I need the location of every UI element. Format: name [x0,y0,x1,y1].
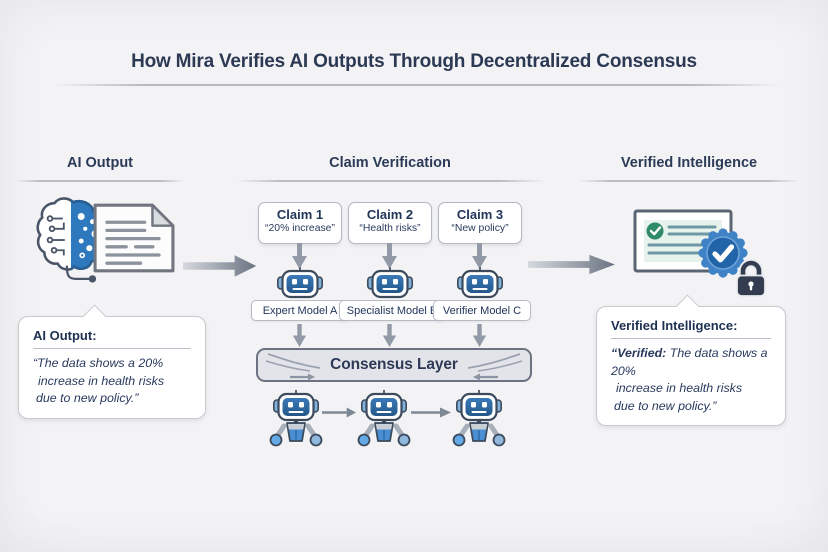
claim-quote: “New policy” [451,223,509,234]
model-label-expert-a: Expert Model A [251,300,349,321]
bubble-tail [82,304,107,329]
page-title: How Mira Verifies AI Outputs Through Dec… [131,51,697,72]
model-label-verifier-c: Verifier Model C [433,300,531,321]
verified-line: “Verified: The data shows a 20% [611,345,771,380]
down-arrow-icon [382,243,397,269]
robot-icon [451,390,507,452]
ai-output-line: “The data shows a 20% [33,356,164,370]
verified-line-rest: The data shows a 20% [611,346,768,378]
section-divider [578,180,800,182]
robot-icon [457,267,503,299]
claim-quote: “Health risks” [359,223,421,234]
consensus-layer-label: Consensus Layer [330,356,458,373]
verified-line: increase in health risks [616,381,743,396]
claim-1-box: Claim 1 “20% increase” [258,202,342,244]
document-icon [92,202,176,274]
converge-arrows-icon [264,353,326,381]
down-arrow-icon [292,324,307,347]
claim-title: Claim 3 [456,207,504,222]
flow-arrow-icon [411,406,451,419]
robot-icon [268,390,324,452]
flow-arrow-icon [528,254,615,275]
verified-keyword: “Verified: [611,346,667,360]
model-label-specialist-b: Specialist Model B [339,300,445,321]
robot-icon [277,267,323,299]
down-arrow-icon [472,324,487,347]
section-divider [235,180,545,182]
ai-output-bubble: AI Output: “The data shows a 20% increas… [18,304,206,419]
down-arrow-icon [382,324,397,347]
robot-icon [367,267,413,299]
flow-arrow-icon [322,406,356,419]
section-header-verified-intelligence: Verified Intelligence [620,155,758,171]
verified-line: due to new policy.” [614,398,717,413]
section-header-claim-verification: Claim Verification [329,155,451,171]
converge-arrows-icon [462,353,524,381]
flow-arrow-icon [183,255,257,277]
claim-quote: “20% increase” [265,223,335,234]
claim-2-box: Claim 2 “Health risks” [348,202,432,244]
verified-bubble-heading: Verified Intelligence: [611,318,771,339]
consensus-layer-box: Consensus Layer [256,348,532,382]
ai-output-line: due to new policy.” [36,391,139,406]
bubble-tail [675,294,700,319]
title-divider [54,84,780,86]
ai-output-bubble-heading: AI Output: [33,328,191,349]
section-divider [15,180,185,182]
ai-output-line: increase in health risks [38,373,165,388]
lock-icon [733,258,769,298]
claim-3-box: Claim 3 “New policy” [438,202,522,244]
claim-title: Claim 1 [276,207,324,222]
down-arrow-icon [292,243,307,269]
robot-icon [356,390,412,452]
verified-intelligence-bubble: Verified Intelligence: “Verified: The da… [596,294,786,427]
down-arrow-icon [472,243,487,269]
claim-title: Claim 2 [366,207,414,222]
section-header-ai-output: AI Output [66,155,134,171]
